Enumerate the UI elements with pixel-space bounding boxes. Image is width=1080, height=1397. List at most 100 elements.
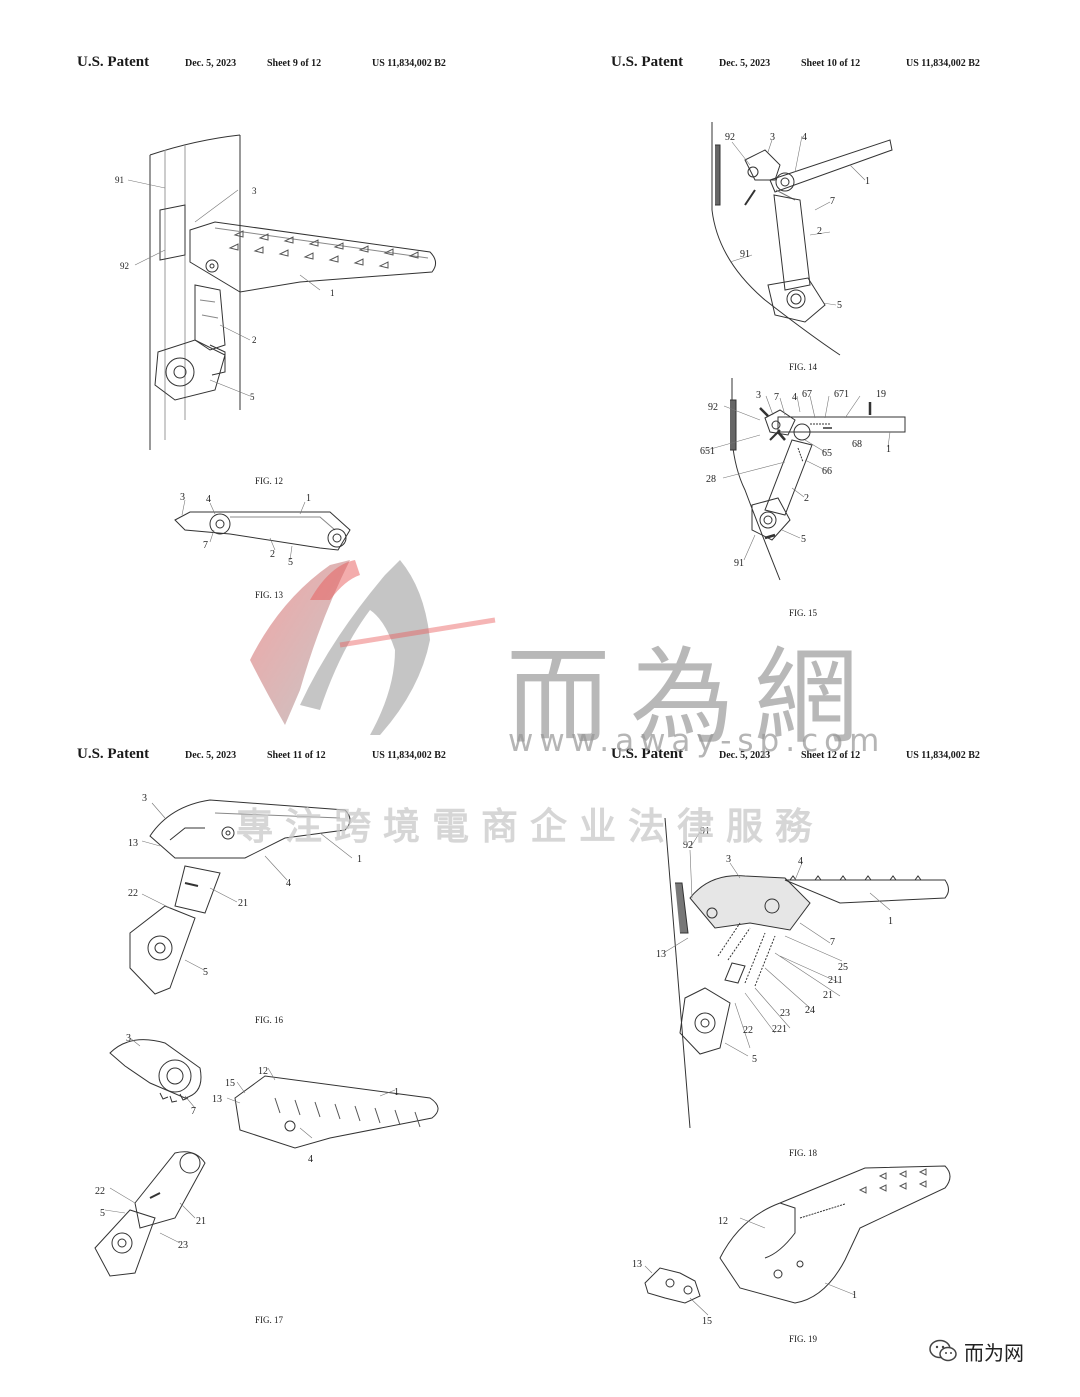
label-4: 4: [798, 856, 803, 867]
label-91: 91: [700, 826, 710, 837]
fig18-19-drawing: 91 92 3 4 1 13 7 25 211 21 24 23 221 22 …: [632, 817, 951, 1327]
label-65: 65: [822, 448, 832, 459]
label-3: 3: [252, 186, 257, 196]
label-92: 92: [683, 840, 693, 851]
label-21: 21: [238, 898, 248, 909]
label-5: 5: [203, 967, 208, 978]
label-12: 12: [258, 1066, 268, 1077]
label-5: 5: [100, 1208, 105, 1219]
label-13: 13: [632, 1259, 642, 1270]
patent-label: U.S. Patent: [611, 54, 684, 70]
label-2: 2: [252, 335, 257, 345]
patent-label: U.S. Patent: [611, 746, 684, 762]
sheet-number: Sheet 9 of 12: [267, 58, 322, 69]
label-651: 651: [700, 446, 715, 457]
label-92: 92: [708, 402, 718, 413]
patent-date: Dec. 5, 2023: [185, 750, 237, 761]
sheet-11: U.S. Patent Dec. 5, 2023 Sheet 11 of 12 …: [0, 698, 540, 1396]
label-91: 91: [115, 175, 124, 185]
label-2: 2: [817, 226, 822, 237]
label-23: 23: [178, 1240, 188, 1251]
account-badge[interactable]: 而为网: [928, 1336, 1024, 1366]
fig14-15-drawing: 92 3 4 1 7 2 91 5 92 3 7 4: [700, 122, 906, 581]
label-671: 671: [834, 389, 849, 400]
label-91: 91: [740, 249, 750, 260]
label-22: 22: [743, 1025, 753, 1036]
label-92: 92: [120, 261, 129, 271]
fig12-13-drawing: 91 3 92 1 2 5 3 4 1 7 2 5: [115, 134, 436, 568]
sheet-10: U.S. Patent Dec. 5, 2023 Sheet 10 of 12 …: [540, 0, 1080, 698]
label-13: 13: [656, 949, 666, 960]
label-24: 24: [805, 1005, 815, 1016]
label-3: 3: [180, 492, 185, 503]
figure-18-caption: FIG. 18: [789, 1148, 818, 1158]
label-13: 13: [128, 838, 138, 849]
figure-12-caption: FIG. 12: [255, 476, 284, 486]
label-5: 5: [752, 1054, 757, 1065]
label-25: 25: [838, 962, 848, 973]
figure-15-caption: FIG. 15: [789, 608, 818, 618]
label-211: 211: [828, 975, 843, 986]
label-15: 15: [225, 1078, 235, 1089]
label-5: 5: [801, 534, 806, 545]
sheet-header: U.S. Patent Dec. 5, 2023 Sheet 12 of 12 …: [540, 746, 1080, 766]
label-1: 1: [852, 1290, 857, 1301]
sheet-header: U.S. Patent Dec. 5, 2023 Sheet 11 of 12 …: [0, 746, 540, 766]
label-1: 1: [306, 493, 311, 504]
label-2: 2: [804, 493, 809, 504]
label-4: 4: [286, 878, 291, 889]
patent-number: US 11,834,002 B2: [906, 750, 980, 761]
label-91: 91: [734, 558, 744, 569]
label-1: 1: [888, 916, 893, 927]
patent-date: Dec. 5, 2023: [719, 750, 771, 761]
label-4: 4: [802, 132, 807, 143]
label-4: 4: [792, 392, 797, 403]
patent-label: U.S. Patent: [77, 54, 150, 70]
label-68: 68: [852, 439, 862, 450]
wechat-icon: [929, 1339, 957, 1362]
label-1: 1: [357, 854, 362, 865]
fig16-17-drawing: 3 13 1 4 22 21 5 3 7 12 1 15 13 4 22: [94, 793, 439, 1277]
patent-label: U.S. Patent: [77, 746, 150, 762]
patent-date: Dec. 5, 2023: [185, 58, 237, 69]
patent-number: US 11,834,002 B2: [372, 750, 446, 761]
figure-16-caption: FIG. 16: [255, 1015, 284, 1025]
sheet-9: U.S. Patent Dec. 5, 2023 Sheet 9 of 12 U…: [0, 0, 540, 698]
sheet-number: Sheet 12 of 12: [801, 750, 861, 761]
label-7: 7: [774, 392, 779, 403]
label-21: 21: [196, 1216, 206, 1227]
label-3: 3: [126, 1033, 131, 1044]
sheet-number: Sheet 10 of 12: [801, 58, 861, 69]
label-7: 7: [830, 937, 835, 948]
figure-17-caption: FIG. 17: [255, 1315, 284, 1325]
patent-number: US 11,834,002 B2: [372, 58, 446, 69]
label-221: 221: [772, 1024, 787, 1035]
patent-number: US 11,834,002 B2: [906, 58, 980, 69]
label-1: 1: [394, 1087, 399, 1098]
label-67: 67: [802, 389, 812, 400]
label-2: 2: [270, 549, 275, 560]
label-13: 13: [212, 1094, 222, 1105]
label-21: 21: [823, 990, 833, 1001]
label-66: 66: [822, 466, 832, 477]
sheet-12: U.S. Patent Dec. 5, 2023 Sheet 12 of 12 …: [540, 698, 1080, 1396]
label-15: 15: [702, 1316, 712, 1327]
label-3: 3: [770, 132, 775, 143]
sheet-header: U.S. Patent Dec. 5, 2023 Sheet 10 of 12 …: [540, 54, 1080, 74]
label-22: 22: [95, 1186, 105, 1197]
sheet-header: U.S. Patent Dec. 5, 2023 Sheet 9 of 12 U…: [0, 54, 540, 74]
label-1: 1: [330, 288, 335, 298]
label-1: 1: [886, 444, 891, 455]
patent-date: Dec. 5, 2023: [719, 58, 771, 69]
label-28: 28: [706, 474, 716, 485]
label-3: 3: [142, 793, 147, 804]
label-23: 23: [780, 1008, 790, 1019]
sheet-number: Sheet 11 of 12: [267, 750, 326, 761]
label-12: 12: [718, 1216, 728, 1227]
label-5: 5: [288, 557, 293, 568]
label-1: 1: [865, 176, 870, 187]
label-92: 92: [725, 132, 735, 143]
label-5: 5: [250, 392, 255, 402]
label-7: 7: [191, 1106, 196, 1117]
account-name: 而为网: [964, 1340, 1024, 1365]
